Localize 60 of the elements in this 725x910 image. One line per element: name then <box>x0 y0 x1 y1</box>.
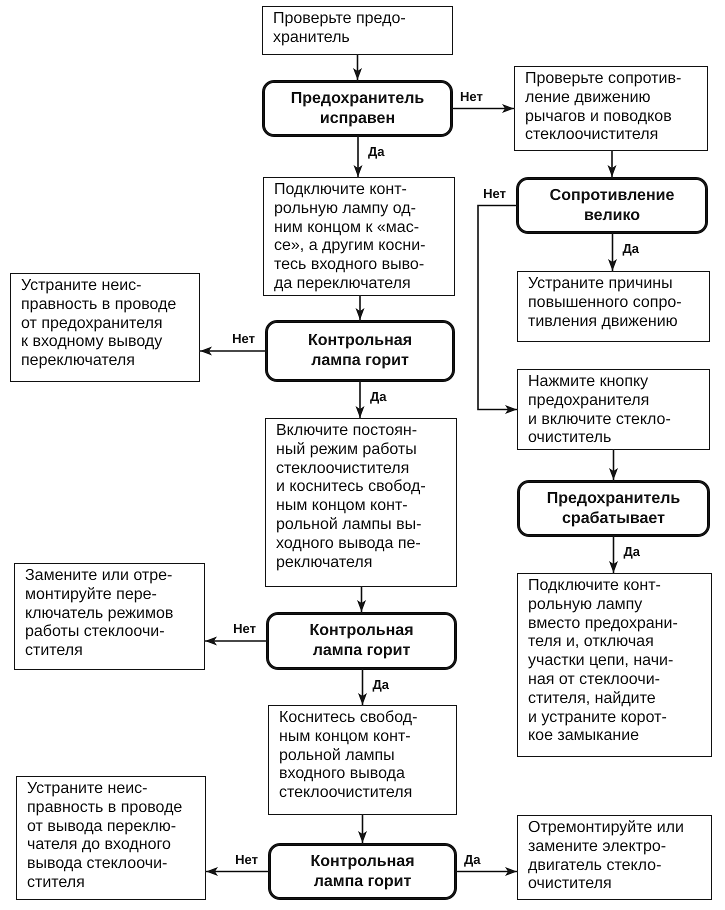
arrow <box>609 450 618 480</box>
arrow <box>609 537 618 573</box>
process-box <box>517 573 712 757</box>
instruction-text: Проверьте сопротив- ление движению рычагов и поводков стеклоочистителя <box>525 70 682 146</box>
edge-label: Да <box>368 389 388 404</box>
decision-box <box>265 320 455 382</box>
arrow <box>353 55 362 80</box>
process-box <box>514 66 708 151</box>
question-text: Сопротивление велико <box>550 186 674 226</box>
arrow <box>357 587 366 612</box>
instruction-text: Отремонтируйте или замените электро- двигатель стекло- очистителя <box>528 819 685 894</box>
arrow <box>358 670 367 705</box>
arrow <box>206 867 268 876</box>
decision-box <box>268 843 457 900</box>
edge-label: Да <box>370 677 391 692</box>
instruction-text: Замените или отре- монтируйте пере- ключатель режимов работы стеклоочи- стителя <box>25 567 174 661</box>
arrow <box>608 234 617 271</box>
arrow <box>608 151 616 177</box>
instruction-text: Устраните неис- правность в проводе от предохранителя к входному выводу переключателя <box>21 277 178 371</box>
instruction-text: Коснитесь свобод- ным концом конт- рольной лампы входного вывода стеклоочистителя <box>279 709 418 803</box>
process-box <box>14 563 205 670</box>
instruction-text: Проверьте предо- хранитель <box>273 10 407 48</box>
arrow <box>477 204 517 414</box>
edge-label: Да <box>620 241 641 256</box>
edge-label: Нет <box>230 331 257 346</box>
question-text: Предохранитель срабатывает <box>546 488 680 528</box>
decision-box <box>262 80 453 137</box>
process-box <box>265 418 457 587</box>
instruction-text: Подключите конт- рольную лампу од- ним концом к «мас- се», а другим косни- тесь входного выво- да переключателя <box>274 181 426 294</box>
process-box <box>517 815 712 900</box>
edge-label: Да <box>622 544 642 559</box>
instruction-text: Устраните неис- правность в проводе от вывода переклю- чателя до входного вывода стеклоочи- стителя <box>27 780 184 893</box>
arrow <box>457 867 517 876</box>
process-box <box>263 177 455 296</box>
process-box <box>10 273 200 382</box>
question-text: Контрольная лампа горит <box>309 621 414 661</box>
process-box <box>517 369 710 450</box>
arrow <box>205 636 266 646</box>
arrow <box>356 382 364 418</box>
arrow <box>354 137 362 177</box>
arrow <box>200 346 265 356</box>
edge-label: Да <box>366 144 386 159</box>
question-text: Предохранитель исправен <box>290 88 424 128</box>
instruction-text: Устраните причины повышенного сопро- тивления движению <box>528 275 683 332</box>
process-box <box>262 6 453 55</box>
arrow <box>453 104 514 113</box>
process-box <box>268 705 457 815</box>
process-box <box>517 271 710 342</box>
process-box <box>16 776 206 900</box>
decision-box <box>266 612 457 670</box>
edge-label: Нет <box>231 621 258 636</box>
question-text: Контрольная лампа горит <box>308 331 412 371</box>
arrow <box>356 296 364 320</box>
instruction-text: Подключите конт- рольную лампу вместо предохрани- теля и, отключая участки цепи, начи- ная от стеклоочи- стителя, найдите и устраните корот- кое замыкание <box>528 577 679 746</box>
instruction-text: Включите постоян- ный режим работы стеклоочистителя и коснитесь свобод- ным концом конт- рольной лампы вы- ходного вывода пе- реключателя <box>276 422 427 572</box>
instruction-text: Нажмите кнопку предохранителя и включите стекло- очиститель <box>528 373 672 448</box>
question-text: Контрольная лампа горит <box>310 852 415 892</box>
arrow <box>358 815 367 843</box>
decision-box <box>517 480 710 537</box>
decision-box <box>516 177 708 234</box>
